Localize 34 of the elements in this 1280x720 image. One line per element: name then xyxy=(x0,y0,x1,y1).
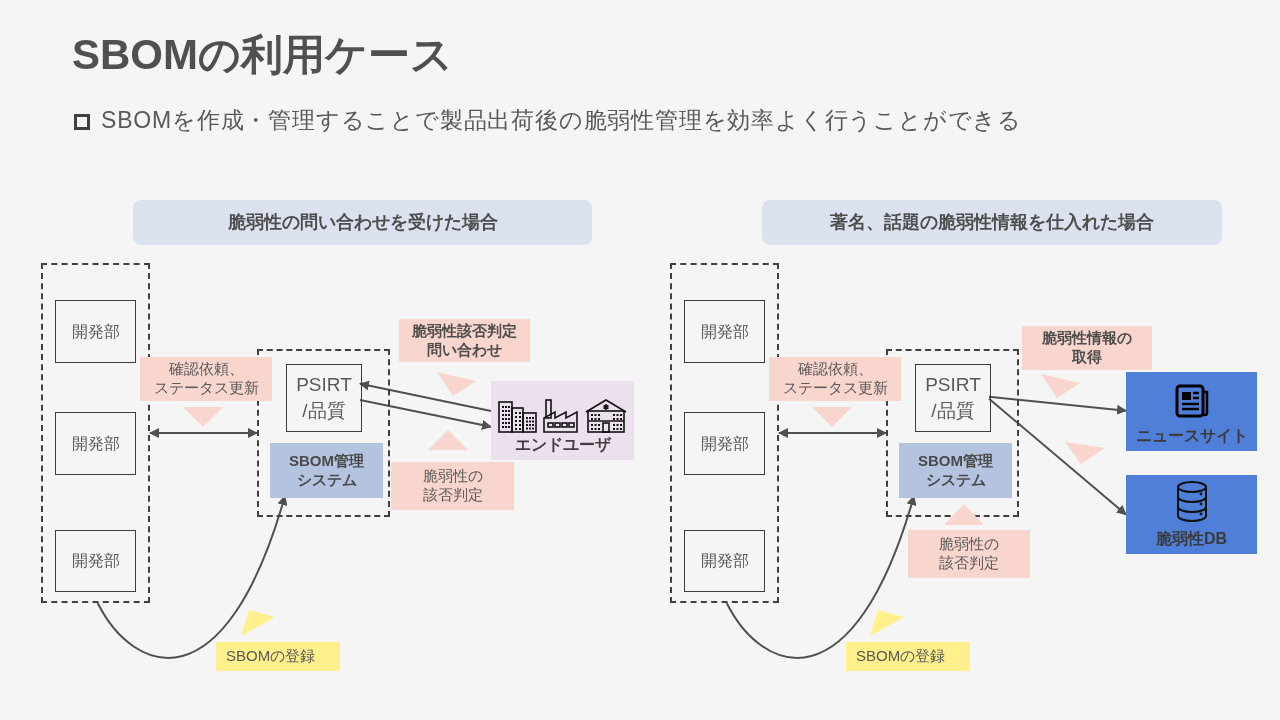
node-label: ニュースサイト xyxy=(1135,426,1248,446)
system-box: SBOM管理システム xyxy=(270,443,383,498)
system-box: SBOM管理システム xyxy=(899,443,1012,498)
team-box: PSIRT /品質 xyxy=(915,364,991,432)
department-box: 開発部 xyxy=(55,300,136,363)
bullet-text: SBOMを作成・管理することで製品出荷後の脆弱性管理を効率よく行うことができる xyxy=(101,106,1022,135)
node-label: エンドユーザ xyxy=(514,435,611,455)
callout-box: SBOMの登録 xyxy=(216,642,340,671)
news-site-box xyxy=(1126,372,1257,451)
double-arrow xyxy=(778,428,887,438)
department-box: 開発部 xyxy=(684,530,765,592)
arrow xyxy=(988,395,1127,415)
double-arrow xyxy=(149,428,258,438)
department-box: 開発部 xyxy=(684,412,765,475)
node-label: 脆弱性DB xyxy=(1155,529,1228,549)
department-box: 開発部 xyxy=(55,530,136,592)
callout-box: 確認依頼、ステータス更新 xyxy=(140,357,272,401)
callout-box: 脆弱性該否判定問い合わせ xyxy=(399,319,530,362)
section-header: 著名、話題の脆弱性情報を仕入れた場合 xyxy=(762,200,1222,245)
arrow xyxy=(359,399,492,430)
department-box: 開発部 xyxy=(55,412,136,475)
arrow xyxy=(359,380,492,412)
database-box xyxy=(1126,475,1257,554)
callout-box: 脆弱性の該否判定 xyxy=(908,530,1030,578)
callout-box: 確認依頼、ステータス更新 xyxy=(769,357,901,401)
end-user-box xyxy=(491,381,634,460)
team-box: PSIRT /品質 xyxy=(286,364,362,432)
callout-box: 脆弱性の該否判定 xyxy=(391,462,514,510)
section-header: 脆弱性の問い合わせを受けた場合 xyxy=(133,200,592,245)
arrow xyxy=(988,397,1127,516)
callout-box: SBOMの登録 xyxy=(846,642,970,671)
department-box: 開発部 xyxy=(684,300,765,363)
callout-box: 脆弱性情報の取得 xyxy=(1022,326,1152,370)
slide-title: SBOMの利用ケース xyxy=(72,30,453,80)
